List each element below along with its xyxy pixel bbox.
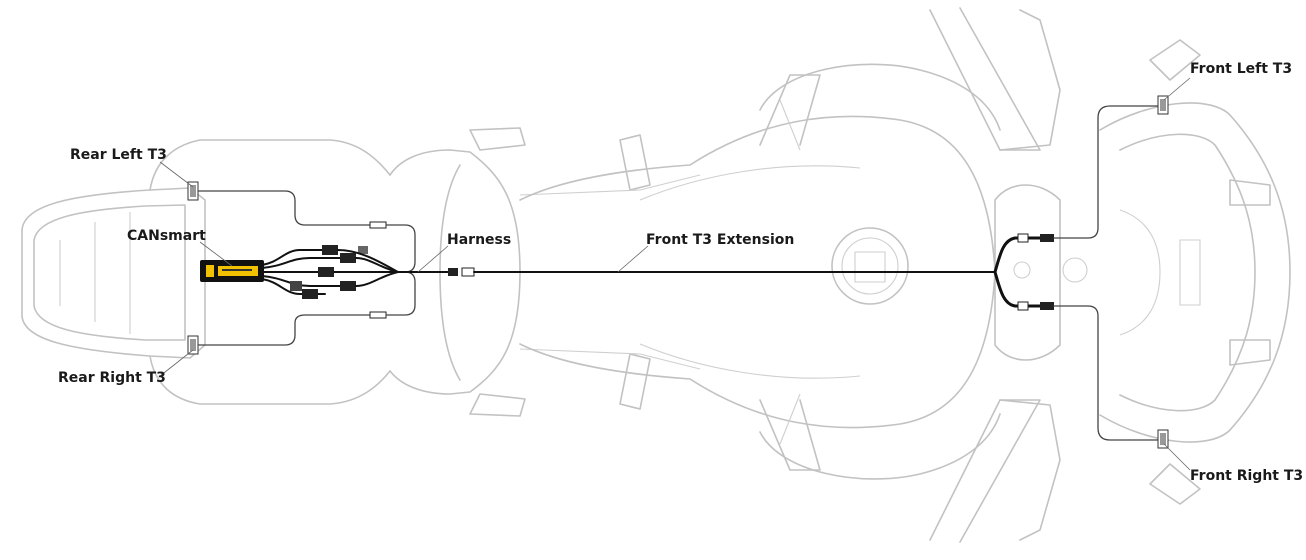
label-rear-left-t3: Rear Left T3 bbox=[70, 147, 167, 163]
label-front-right-t3: Front Right T3 bbox=[1190, 468, 1304, 484]
front-right-t3-connector bbox=[1157, 429, 1169, 449]
front-left-t3-connector bbox=[1157, 95, 1169, 115]
front-right-cable bbox=[1053, 305, 1161, 441]
cansmart-module bbox=[200, 260, 264, 282]
rear-right-t3-connector bbox=[187, 335, 199, 355]
rear-left-cable bbox=[197, 190, 416, 273]
label-cansmart: CANsmart bbox=[127, 228, 206, 244]
harness-fanout bbox=[261, 245, 399, 299]
label-front-t3-extension: Front T3 Extension bbox=[646, 232, 795, 248]
front-left-cable bbox=[1053, 105, 1161, 239]
front-t3-extension-cable bbox=[397, 233, 1054, 311]
rear-right-cable bbox=[197, 271, 416, 346]
leader-lines bbox=[159, 77, 1191, 471]
label-harness: Harness bbox=[447, 232, 512, 248]
motorcycle-outline bbox=[21, 7, 1291, 543]
label-front-left-t3: Front Left T3 bbox=[1190, 61, 1293, 77]
label-rear-right-t3: Rear Right T3 bbox=[58, 370, 166, 386]
